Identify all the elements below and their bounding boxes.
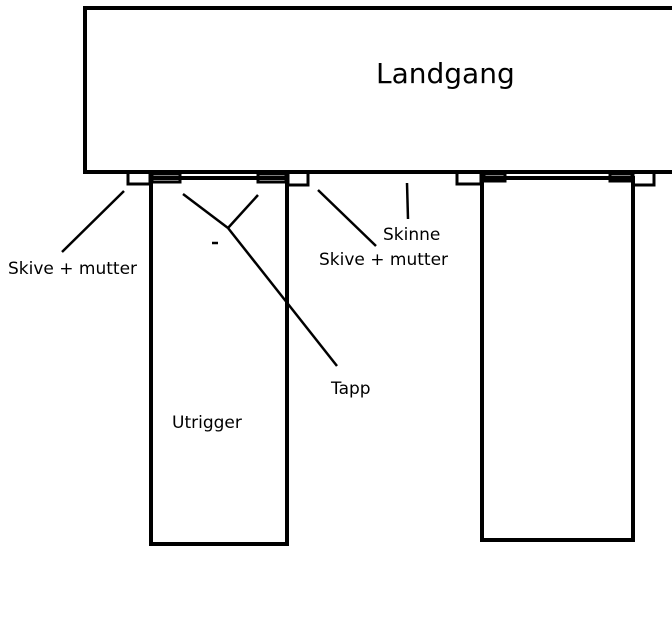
washer-nut-plate (150, 172, 182, 184)
skive-mutter-right-label: Skive + mutter (319, 250, 448, 270)
landgang-box (83, 6, 672, 174)
utrigger-left (149, 176, 289, 546)
skive-mutter-right-leader (317, 189, 377, 247)
washer-nut-plate (286, 170, 310, 187)
utrigger-right (480, 176, 635, 542)
skinne-leader (405, 182, 410, 220)
tapp-leader-main (227, 227, 338, 367)
skive-mutter-left-leader (61, 190, 125, 253)
tapp-leader-upper-left (182, 193, 229, 229)
washer-nut-plate (455, 170, 483, 186)
utrigger-label: Utrigger (172, 413, 242, 433)
washer-nut-plate (126, 170, 152, 186)
washer-nut-plate (482, 172, 507, 183)
skive-mutter-left-label: Skive + mutter (8, 259, 137, 279)
tapp-leader-upper-right (227, 194, 259, 229)
landgang-label: Landgang (376, 57, 515, 90)
washer-nut-plate (256, 172, 288, 184)
tapp-label: Tapp (330, 379, 371, 399)
washer-nut-plate (631, 170, 656, 187)
skinne-label: Skinne (383, 225, 440, 245)
